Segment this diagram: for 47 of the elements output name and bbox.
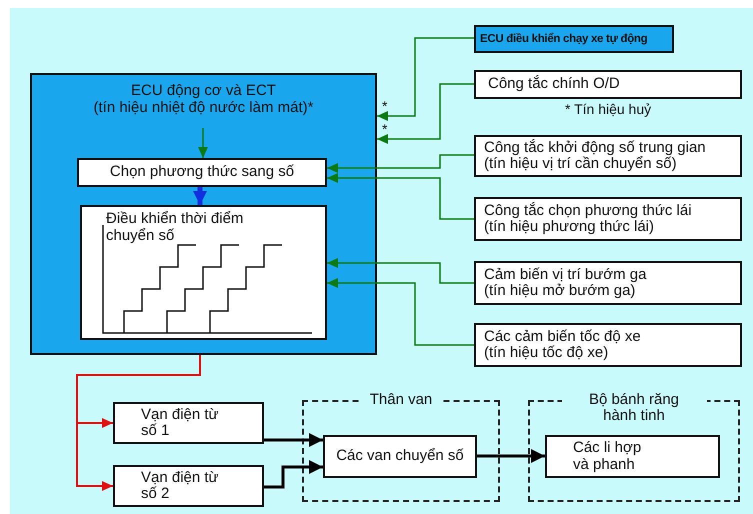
input-box (474, 135, 742, 177)
box-text: Chọn phương thức sang số (110, 164, 294, 181)
ecu-box (30, 73, 377, 355)
group-title: Bộ bánh răng hành tinh (562, 392, 706, 424)
process-box (545, 435, 720, 478)
box-text: Các li hợp và phanh (573, 440, 642, 473)
input-box (474, 261, 742, 305)
signal-text: (tín hiệu tốc độ xe) (484, 345, 610, 362)
arrow (477, 449, 545, 463)
input-box (474, 70, 742, 99)
asterisk-mark: * (382, 121, 388, 137)
arrow (327, 173, 474, 220)
box-text: Điều khiển thời điểm chuyển số (106, 211, 244, 244)
arrow (198, 128, 208, 158)
box-text: Các cảm biến tốc độ xe (484, 328, 642, 345)
box-text: Vạn điện từ số 1 (141, 406, 220, 440)
box-text: Công tắc chính O/D (488, 76, 620, 93)
footnote: * Tín hiệu huỷ (565, 101, 652, 117)
arrow (193, 187, 207, 205)
box-text: Cảm biến vị trí bướm ga (484, 266, 648, 283)
box-title: ECU động cơ và ECT (131, 83, 276, 100)
arrow (377, 83, 474, 144)
arrow (76, 355, 201, 491)
input-box (474, 323, 742, 367)
box-text: Vạn điện từ số 2 (141, 470, 220, 502)
ecu-box (474, 25, 674, 53)
process-box (113, 465, 264, 507)
process-box (323, 435, 477, 478)
arrow (377, 37, 474, 121)
box-text: ECU điều khiển chạy xe tự động (480, 32, 648, 46)
box-text: Công tắc chọn phương thức lái (484, 202, 693, 219)
signal-text: (tín hiệu phương thức lái) (484, 219, 656, 236)
input-box (474, 197, 742, 241)
asterisk-mark: * (382, 98, 388, 114)
arrow (264, 460, 323, 488)
arrow (327, 154, 474, 173)
arrow (264, 433, 323, 447)
signal-text: (tín hiệu mở bướm ga) (484, 283, 636, 300)
arrow (327, 258, 474, 284)
arrow (327, 278, 474, 346)
box-text: Các van chuyển số (336, 448, 464, 465)
box-text: Công tắc khởi động số trung gian (484, 140, 707, 156)
process-box (113, 402, 264, 444)
shift-timing-box (80, 205, 327, 340)
signal-text: (tín hiệu nhiệt độ nước làm mát)* (94, 100, 314, 116)
signal-text: (tín hiệu vị trí cần chuyển số) (484, 156, 678, 172)
process-box (77, 158, 327, 187)
